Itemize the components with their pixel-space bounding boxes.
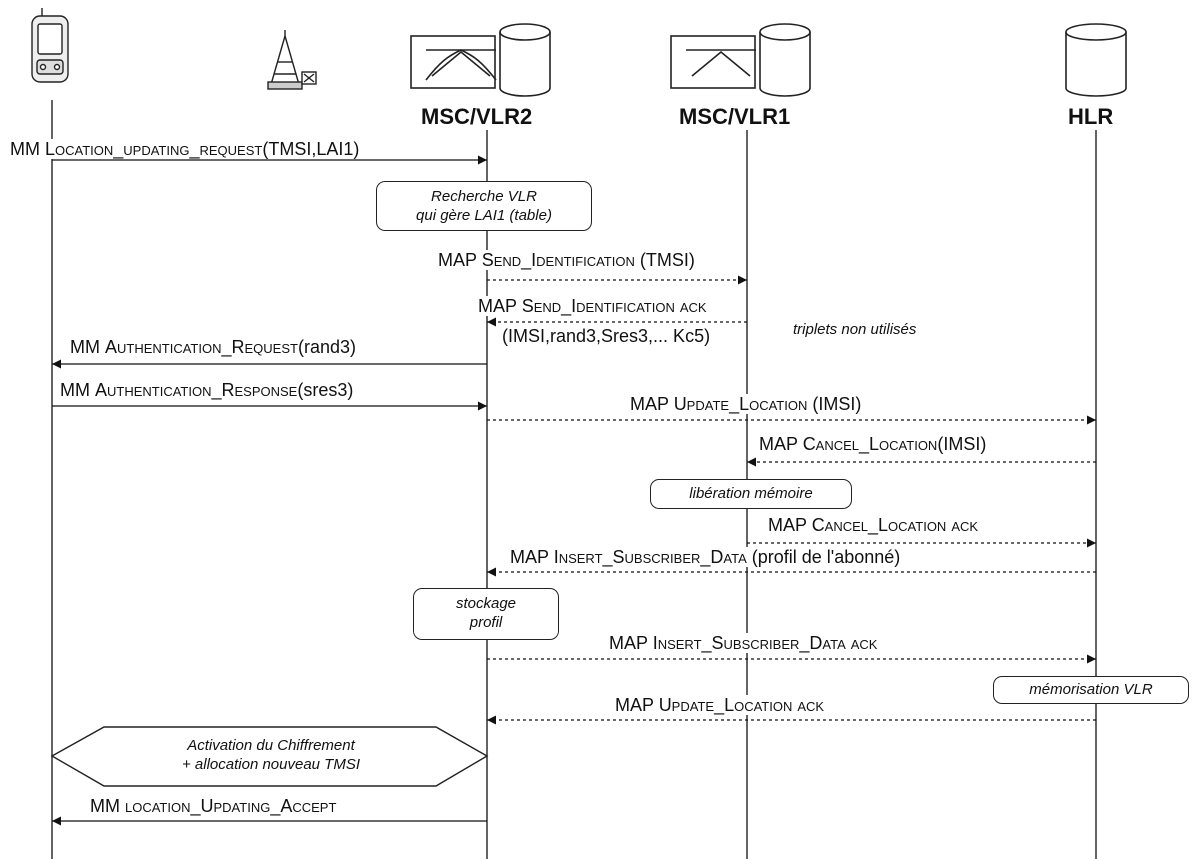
message-text-part: Cancel_Location: [802, 434, 938, 454]
note-memorisation-vlr: mémorisation VLR: [993, 676, 1189, 704]
note-activation-chiffrement: Activation du Chiffrement + allocation no…: [110, 734, 432, 780]
message-text-part: MAP: [630, 394, 674, 414]
note-recherche-vlr: Recherche VLR qui gère LAI1 (table): [376, 181, 592, 231]
message-label-triplets: (IMSI,rand3,Sres3,... Kc5): [500, 326, 713, 346]
message-text-part: (IMSI): [937, 434, 987, 454]
message-label-update-location-ack: MAP Update_Location ack: [613, 695, 827, 715]
note-activation-shape: [50, 726, 489, 787]
message-label-insert-subscriber-data-ack: MAP Insert_Subscriber_Data ack: [607, 633, 880, 653]
note-line: Activation du Chiffrement: [187, 737, 355, 754]
message-label-authentication-response: MM Authentication_Response(sres3): [58, 380, 356, 400]
message-text-part: MM: [70, 337, 105, 357]
message-label-location-updating-request: MM Location_updating_request(TMSI,LAI1): [8, 139, 362, 159]
message-label-authentication-request: MM Authentication_Request(rand3): [68, 337, 358, 357]
message-arrows: [52, 155, 1096, 826]
message-text-part: (TMSI,LAI1): [262, 139, 360, 159]
note-line: Recherche VLR: [431, 188, 537, 205]
vlr-database-icon: [499, 23, 551, 97]
msc-switch-icon: [670, 35, 756, 89]
message-text-part: MAP: [768, 515, 812, 535]
message-text-part: Authentication_Request: [105, 337, 298, 357]
message-label-cancel-location-ack: MAP Cancel_Location ack: [766, 515, 981, 535]
note-line: qui gère LAI1 (table): [416, 207, 552, 224]
message-text-part: (profil de l'abonné): [746, 547, 901, 567]
note-line: libération mémoire: [689, 485, 813, 502]
bts-antenna-icon: [267, 30, 317, 90]
message-text-part: Location_updating_request: [45, 139, 263, 159]
hlr-database-icon: [1065, 23, 1127, 97]
vlr-database-icon: [759, 23, 811, 97]
message-text-part: MM: [10, 139, 45, 159]
message-text-part: MAP: [510, 547, 554, 567]
message-text-part: (sres3): [297, 380, 354, 400]
mobile-station-icon: [31, 8, 69, 83]
message-text-part: MAP: [478, 296, 522, 316]
message-label-send-identification-ack: MAP Send_Identification ack: [476, 296, 709, 316]
message-text-part: MM: [60, 380, 95, 400]
note-stockage-profil: stockage profil: [413, 588, 559, 640]
note-line: + allocation nouveau TMSI: [181, 756, 361, 773]
message-text-part: (TMSI): [634, 250, 695, 270]
message-text-part: (IMSI): [807, 394, 862, 414]
message-label-insert-subscriber-data: MAP Insert_Subscriber_Data (profil de l'…: [508, 547, 903, 567]
message-text-part: Send_Identification: [481, 250, 635, 270]
header-hlr: HLR: [1068, 104, 1114, 129]
note-line: stockage: [455, 595, 517, 612]
message-text-part: MAP: [609, 633, 653, 653]
message-text-part: Update_Location ack: [658, 695, 825, 715]
message-text-part: MAP: [759, 434, 803, 454]
message-text-part: MAP: [438, 250, 482, 270]
note-line: profil: [469, 614, 503, 631]
side-note-triplets: triplets non utilisés: [793, 321, 917, 338]
message-text-part: (rand3): [297, 337, 356, 357]
message-label-send-identification: MAP Send_Identification (TMSI): [436, 250, 697, 270]
message-text-part: Cancel_Location ack: [811, 515, 979, 535]
msc-switch-icon: [410, 35, 497, 89]
message-text-part: location_Updating_Accept: [125, 796, 337, 816]
message-label-update-location: MAP Update_Location (IMSI): [628, 394, 864, 414]
header-msc-vlr2: MSC/VLR2: [421, 104, 533, 129]
message-text-part: Insert_Subscriber_Data: [553, 547, 747, 567]
note-line: mémorisation VLR: [1029, 681, 1153, 698]
message-text-part: (IMSI,rand3,Sres3,... Kc5): [502, 326, 711, 346]
header-msc-vlr1: MSC/VLR1: [679, 104, 791, 129]
message-text-part: MAP: [615, 695, 659, 715]
message-text-part: Send_Identification ack: [521, 296, 707, 316]
message-text-part: MM: [90, 796, 125, 816]
message-text-part: Insert_Subscriber_Data ack: [652, 633, 878, 653]
message-label-cancel-location: MAP Cancel_Location(IMSI): [757, 434, 989, 454]
message-label-location-updating-accept: MM location_Updating_Accept: [88, 796, 339, 816]
message-text-part: Update_Location: [673, 394, 808, 414]
message-text-part: Authentication_Response: [95, 380, 298, 400]
note-liberation-memoire: libération mémoire: [650, 479, 852, 509]
